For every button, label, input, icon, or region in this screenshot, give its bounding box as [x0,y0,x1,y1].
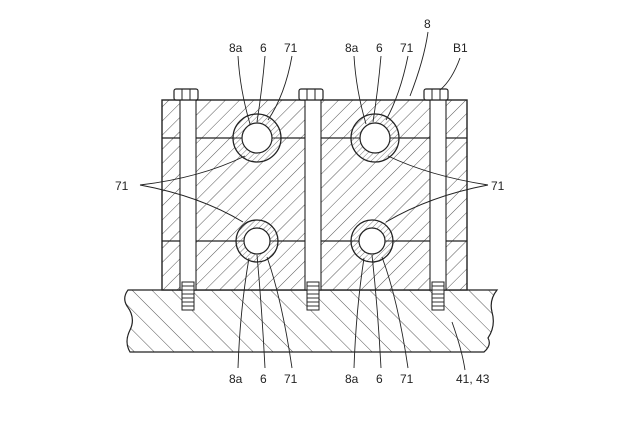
label-clamp-body: 8 [424,17,431,31]
label-top-71-right: 71 [400,41,414,55]
label-top-8a-left: 8a [229,41,243,55]
label-side-left: 71 [115,179,129,193]
label-bottom-6-left: 6 [260,372,267,386]
label-bottom-71-left: 71 [284,372,298,386]
label-side-right: 71 [491,179,505,193]
label-top-6-right: 6 [376,41,383,55]
pipe-top-right [351,114,399,162]
label-top-71-left: 71 [284,41,298,55]
label-bottom-8a-left: 8a [229,372,243,386]
label-bolt: B1 [453,41,468,55]
label-bottom-6-right: 6 [376,372,383,386]
label-bottom-8a-right: 8a [345,372,359,386]
label-base: 41, 43 [456,372,490,386]
label-bottom-71-right: 71 [400,372,414,386]
label-top-8a-right: 8a [345,41,359,55]
label-top-6-left: 6 [260,41,267,55]
